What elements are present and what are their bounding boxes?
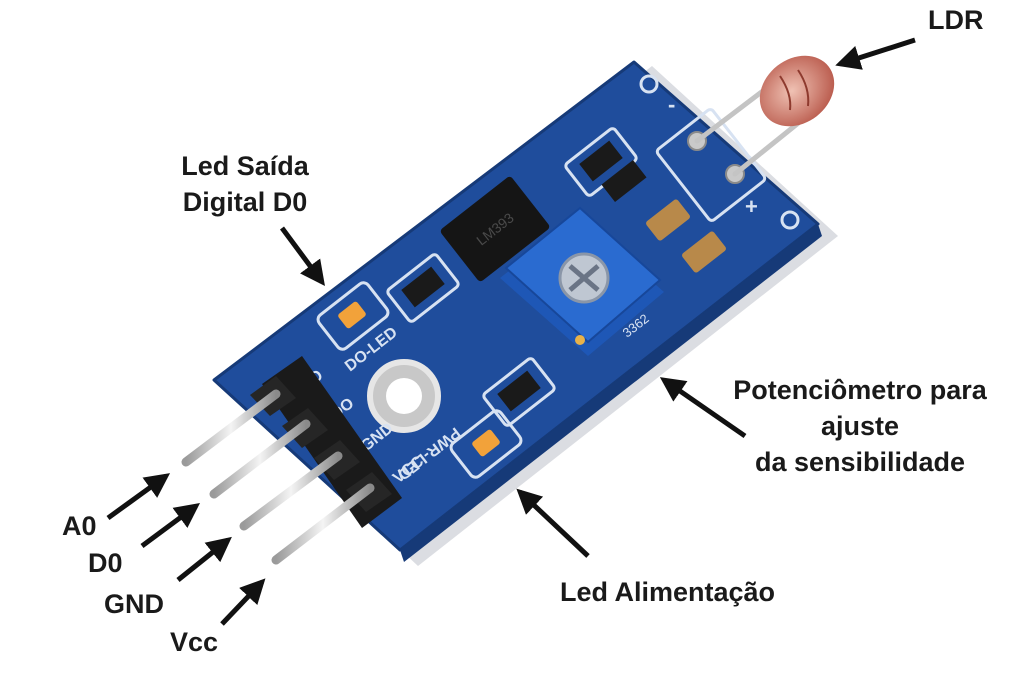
label-led-output-line2: Digital D0 <box>182 187 308 217</box>
pcb-board-edge <box>400 224 822 562</box>
ldr-pad-outline <box>655 108 767 222</box>
do-led-component <box>338 301 366 329</box>
arrows <box>106 37 916 626</box>
label-pin-vcc: Vcc <box>170 627 219 657</box>
pin-a0 <box>181 389 281 467</box>
arrow-pin-vcc <box>220 578 266 626</box>
r1-outline <box>386 253 460 323</box>
comparator-chip: LM393 <box>440 176 550 282</box>
pwr-led-component <box>472 429 500 457</box>
label-pin-a0: A0 <box>62 511 97 541</box>
ldr-photoresistor <box>687 55 835 184</box>
arrow-pin-gnd <box>176 536 232 582</box>
label-potentiometer-line2: ajuste <box>820 411 900 441</box>
pcb-board <box>212 60 822 562</box>
capacitor-c1 <box>646 199 690 241</box>
arrow-pin-a0 <box>106 473 171 521</box>
label-led-power: Led Alimentação <box>560 577 776 607</box>
do-led-outline <box>316 281 390 351</box>
silkscreen-outlines <box>316 108 767 479</box>
arrow-ldr <box>835 37 916 70</box>
potentiometer-screw-slot <box>568 264 600 292</box>
label-pin-d0: D0 <box>88 548 123 578</box>
arrow-led-output <box>279 226 325 287</box>
ldr-head <box>759 55 835 127</box>
silkscreen-minus: - <box>668 92 675 117</box>
arrow-potentiometer <box>659 377 747 439</box>
smd-components <box>401 140 726 412</box>
pcb-corner-pad <box>780 210 800 230</box>
label-ldr: LDR <box>928 5 984 35</box>
label-potentiometer-line3: da sensibilidade <box>754 447 966 477</box>
resistor-r3 <box>579 140 623 182</box>
pin-vcc <box>271 483 375 565</box>
ldr-lead <box>694 81 775 144</box>
arrow-led-power <box>516 488 590 558</box>
silkscreen-plus: + <box>745 194 758 219</box>
label-potentiometer-line1: Potenciômetro para <box>733 375 987 405</box>
leds <box>338 301 500 457</box>
pcb-corner-pad <box>639 74 659 94</box>
ldr-sensor-trace <box>779 69 810 111</box>
r2-outline <box>482 357 556 427</box>
arrow-pin-d0 <box>140 503 201 549</box>
pin-header <box>181 356 402 565</box>
resistor-r1 <box>401 266 445 308</box>
resistor-r4 <box>601 160 647 202</box>
resistor-r2 <box>497 370 541 412</box>
label-pin-gnd: GND <box>104 589 164 619</box>
chip-body <box>440 176 550 282</box>
potentiometer-pin <box>575 335 585 345</box>
label-led-output-line1: Led Saída <box>181 151 309 181</box>
label-led-output: Led Saída Digital D0 <box>150 148 340 220</box>
capacitor-c2 <box>682 231 726 273</box>
pin-d0 <box>209 419 311 499</box>
label-potentiometer: Potenciômetro para ajuste da sensibilida… <box>700 372 1020 480</box>
mounting-hole-center <box>386 378 422 414</box>
pin-gnd <box>239 451 343 531</box>
